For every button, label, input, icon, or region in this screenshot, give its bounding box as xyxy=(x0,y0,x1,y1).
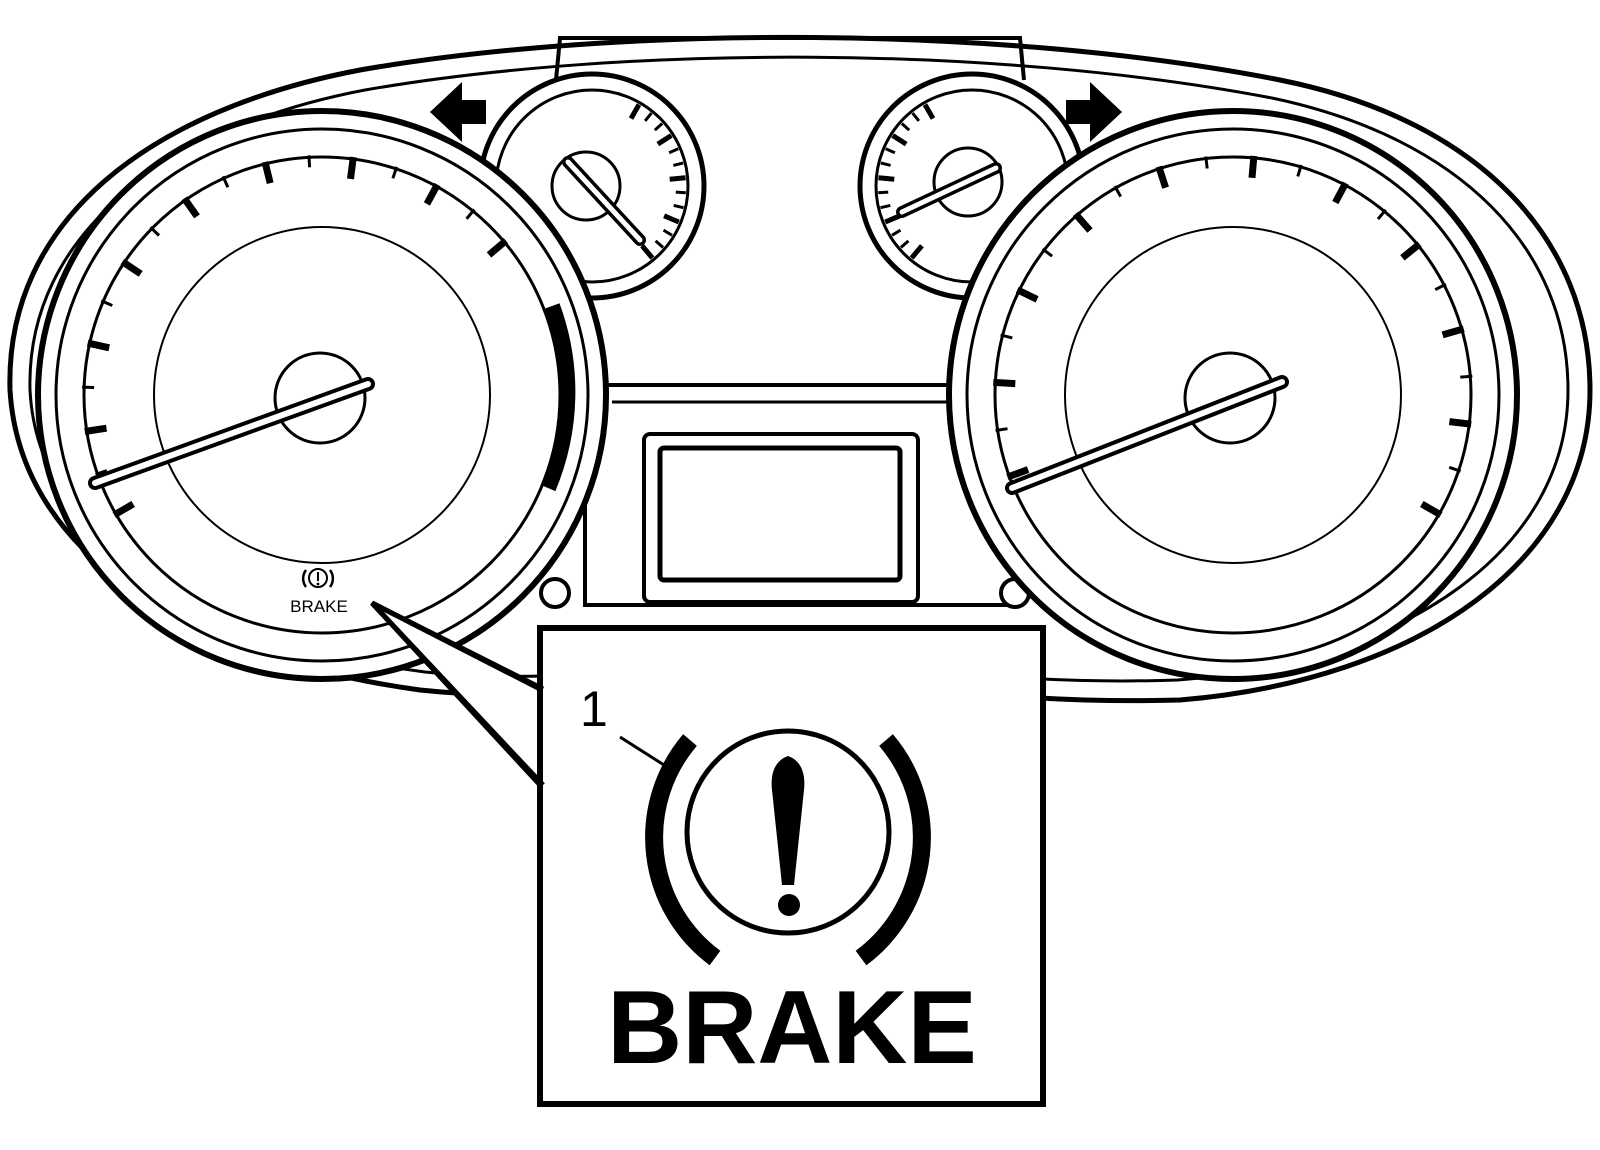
dial-tick xyxy=(653,122,664,132)
arrow-left-icon xyxy=(430,82,486,142)
dial-tick xyxy=(922,103,936,120)
dial-tick xyxy=(391,166,399,179)
arrow-right-icon xyxy=(1066,82,1122,142)
dial-tick xyxy=(673,161,684,167)
dial-tick xyxy=(1448,465,1462,473)
dial-tick xyxy=(900,122,911,132)
brake-indicator-small-label: BRAKE xyxy=(290,597,348,616)
dial-tick xyxy=(1155,165,1169,189)
center-display xyxy=(583,383,1017,607)
mounting-lug-left xyxy=(539,577,571,609)
dial-tick xyxy=(1420,500,1443,519)
brake-indicator-small: BRAKE xyxy=(290,568,348,616)
dial-tick xyxy=(1296,164,1303,177)
dial-tick xyxy=(1006,466,1030,481)
dial-tick xyxy=(1072,211,1093,233)
dial-tick xyxy=(1376,208,1387,221)
dial-tick xyxy=(1332,181,1349,205)
dial-tick xyxy=(1434,282,1447,292)
dial-tick xyxy=(486,238,509,258)
dial-tick xyxy=(668,147,679,155)
dial-tick xyxy=(669,175,686,182)
dial-tick xyxy=(911,112,921,122)
dial-tick xyxy=(1448,418,1472,428)
dial-tick xyxy=(654,239,665,249)
dial-tick xyxy=(880,203,891,210)
dial-tick xyxy=(181,196,200,219)
dial-tick xyxy=(662,228,673,237)
dial-tick xyxy=(995,427,1008,432)
dial-tick xyxy=(86,339,110,352)
dial-tick xyxy=(673,203,684,210)
callout-panel: 1 BRAKE xyxy=(370,600,1046,1107)
dial-tick xyxy=(628,103,642,120)
small-gauge-left-ticks xyxy=(628,103,686,260)
large-gauge-left-redzone xyxy=(540,303,576,492)
dial-tick xyxy=(1248,155,1258,179)
dial-tick xyxy=(1015,286,1039,303)
dial-tick xyxy=(909,244,924,260)
dial-tick xyxy=(643,112,653,122)
dial-tick xyxy=(640,244,655,260)
dial-tick xyxy=(1441,325,1465,339)
callout-leader-line xyxy=(619,735,665,767)
large-gauge-left-ticks xyxy=(82,155,509,519)
callout-number: 1 xyxy=(580,681,608,737)
dial-tick xyxy=(880,161,891,167)
dial-tick xyxy=(891,228,902,237)
large-gauge-right-ticks xyxy=(993,155,1473,519)
dial-tick xyxy=(878,175,895,182)
dial-tick xyxy=(1041,247,1054,258)
large-gauge-right xyxy=(946,108,1520,682)
dial-tick xyxy=(884,213,901,225)
top-display-cover xyxy=(554,36,1026,81)
dial-tick xyxy=(112,500,135,519)
dial-tick xyxy=(891,133,908,147)
dial-tick xyxy=(1460,374,1473,379)
dial-tick xyxy=(95,469,108,477)
dial-tick xyxy=(1000,333,1013,340)
dial-tick xyxy=(1204,156,1209,169)
dial-tick xyxy=(261,161,274,185)
dial-tick xyxy=(100,299,113,307)
dial-tick xyxy=(347,156,357,180)
dial-tick xyxy=(221,175,230,188)
dial-tick xyxy=(149,226,161,237)
dial-tick xyxy=(878,190,889,195)
brake-warning-label: BRAKE xyxy=(607,970,977,1086)
dial-tick xyxy=(465,208,476,220)
large-gauge-left: BRAKE xyxy=(35,108,609,682)
dial-tick xyxy=(899,239,910,249)
dial-tick xyxy=(675,190,686,195)
small-gauge-right-ticks xyxy=(878,103,936,260)
dial-tick xyxy=(663,213,680,225)
dial-tick xyxy=(1113,185,1123,198)
brake-warning-icon xyxy=(645,728,931,966)
dial-tick xyxy=(84,424,108,435)
dial-tick xyxy=(120,258,143,277)
dial-tick xyxy=(885,147,896,155)
dial-tick xyxy=(993,378,1016,388)
dial-tick xyxy=(1400,241,1422,261)
dial-tick xyxy=(307,155,312,168)
dial-tick xyxy=(656,133,673,147)
dial-tick xyxy=(423,182,441,206)
